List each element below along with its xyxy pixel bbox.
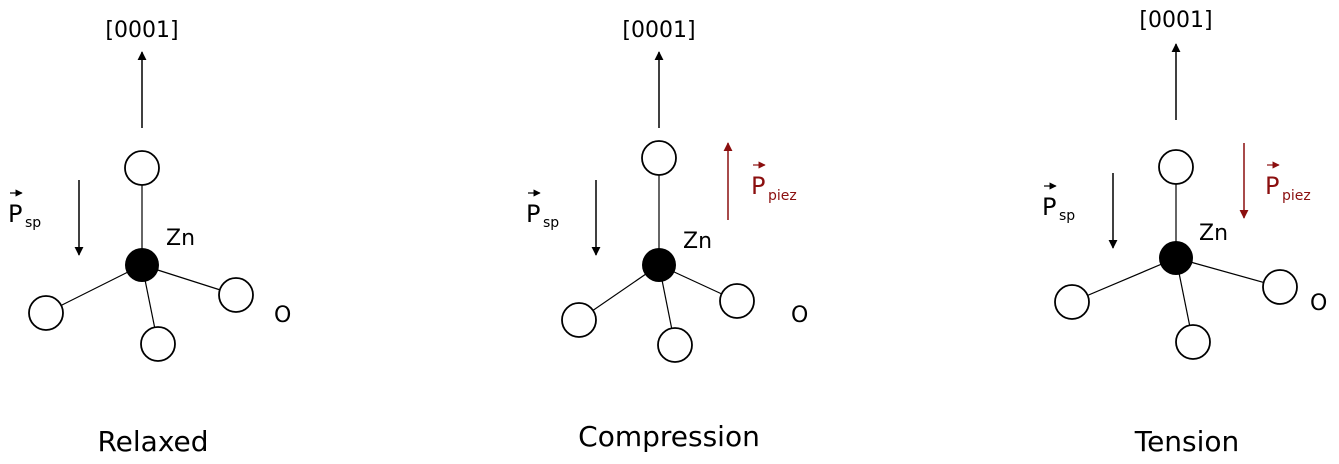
zn-label: Zn xyxy=(683,229,712,254)
zn-atom xyxy=(1159,241,1193,275)
o-atom-top xyxy=(124,150,160,186)
ppiez-letter: P xyxy=(751,172,765,200)
ppiez-letter: P xyxy=(1265,172,1279,200)
direction-label: [0001] xyxy=(622,18,695,43)
psp-letter: P xyxy=(8,200,22,228)
o-atom-bottom xyxy=(140,326,176,362)
o-atom-left xyxy=(28,295,64,331)
o-atom-top xyxy=(641,140,677,176)
direction-label: [0001] xyxy=(105,18,178,43)
caption-compression: Compression xyxy=(578,420,760,453)
zn-atom xyxy=(642,248,676,282)
o-label: O xyxy=(274,303,291,328)
psp-subscript: sp xyxy=(543,215,559,231)
psp-subscript: sp xyxy=(1059,208,1075,224)
bond-left xyxy=(1071,257,1177,303)
zn-label: Zn xyxy=(1199,221,1228,246)
o-atom-left xyxy=(561,302,597,338)
ppiez-subscript: piez xyxy=(768,188,797,204)
panel-tension: [0001] Zn O P sp P piez Tension xyxy=(1042,8,1327,458)
panel-relaxed: [0001] Zn O P sp Relaxed xyxy=(8,18,291,458)
caption-tension: Tension xyxy=(1134,425,1240,458)
o-atom-right xyxy=(1262,269,1298,305)
caption-relaxed: Relaxed xyxy=(97,425,208,458)
panel-compression: [0001] Zn O P sp P piez Compression xyxy=(526,18,808,453)
psp-letter: P xyxy=(526,200,540,228)
o-atom-right xyxy=(719,283,755,319)
bond-right xyxy=(1175,257,1281,288)
ppiez-subscript: piez xyxy=(1282,188,1311,204)
zn-atom xyxy=(125,248,159,282)
o-atom-top xyxy=(1158,149,1194,185)
o-label: O xyxy=(791,303,808,328)
psp-letter: P xyxy=(1042,193,1056,221)
direction-label: [0001] xyxy=(1139,8,1212,33)
psp-subscript: sp xyxy=(25,215,41,231)
zn-label: Zn xyxy=(166,226,195,251)
o-atom-bottom xyxy=(1175,324,1211,360)
o-label: O xyxy=(1310,291,1327,316)
o-atom-bottom xyxy=(657,327,693,363)
o-atom-right xyxy=(218,277,254,313)
o-atom-left xyxy=(1054,284,1090,320)
